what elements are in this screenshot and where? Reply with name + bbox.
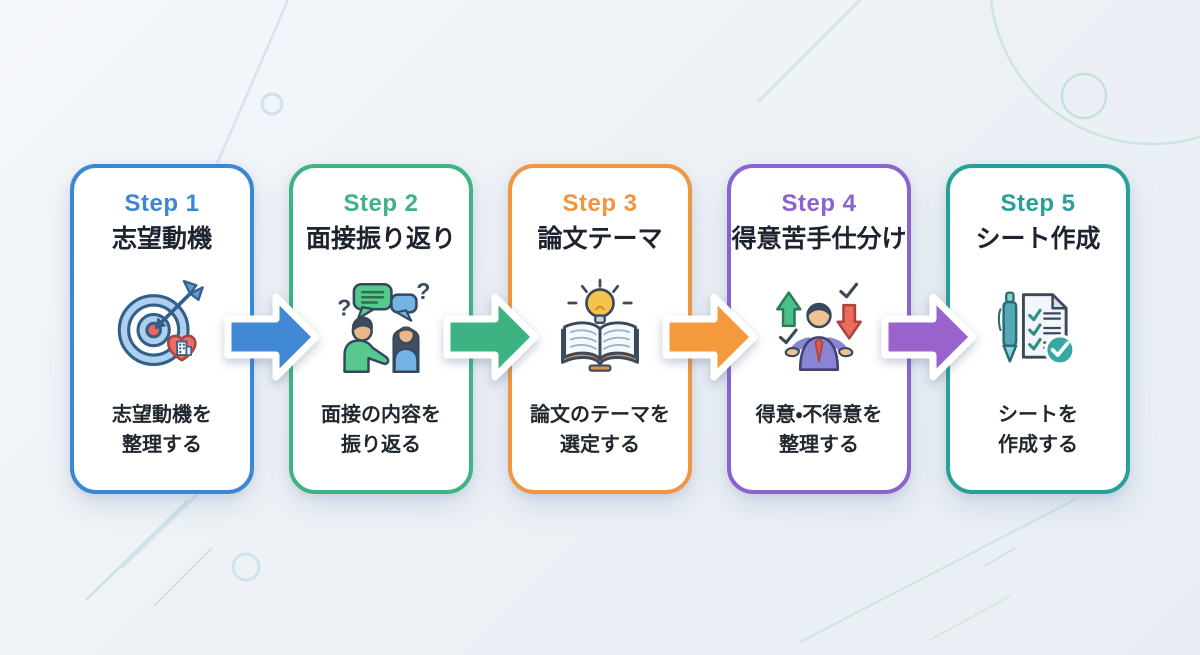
book-lightbulb-icon	[561, 279, 639, 373]
right-arrow-icon	[881, 293, 976, 381]
right-arrow-icon	[662, 293, 757, 381]
arrow-gap-3	[662, 164, 757, 494]
svg-text:?: ?	[337, 295, 351, 321]
step-label: Step 5	[1000, 190, 1076, 217]
step-icon-area	[550, 257, 650, 400]
step-description: 志望動機を 整理する	[112, 404, 212, 456]
step-icon-area: ? ?	[331, 257, 431, 400]
step-description: 面接の内容を 振り返る	[321, 404, 441, 456]
step-icon-area	[769, 257, 869, 400]
interview-conversation-icon: ? ?	[337, 278, 430, 374]
pen-checklist-icon	[997, 291, 1076, 366]
svg-text:?: ?	[416, 278, 430, 304]
step-card-3: Step 3 論文テーマ 論文のテーマを 選定する	[508, 164, 692, 494]
right-arrow-icon	[224, 293, 319, 381]
step-card-5: Step 5 シート作成	[946, 164, 1130, 494]
arrow-gap-2	[443, 164, 538, 494]
step-label: Step 2	[343, 190, 419, 217]
step-title: 論文テーマ	[537, 224, 663, 253]
arrow-gap-4	[881, 164, 976, 494]
step-icon-area	[112, 257, 212, 400]
step-label: Step 4	[781, 190, 857, 217]
arrow-gap-1	[224, 164, 319, 494]
step-card-2: Step 2 面接振り返り ? ?	[289, 164, 473, 494]
step-title: 得意苦手仕分け	[731, 224, 907, 253]
step-icon-area	[988, 257, 1088, 400]
step-title: 志望動機	[111, 224, 212, 253]
steps-row: Step 1 志望動機	[70, 164, 1130, 494]
target-heart-icon	[117, 280, 204, 367]
person-sort-arrows-icon	[776, 283, 862, 372]
step-description: シートを 作成する	[998, 404, 1078, 456]
step-label: Step 1	[124, 190, 200, 217]
step-title: シート作成	[975, 224, 1101, 253]
step-title: 面接振り返り	[305, 224, 456, 253]
step-description: 論文のテーマを 選定する	[530, 404, 670, 456]
step-card-1: Step 1 志望動機	[70, 164, 254, 494]
step-label: Step 3	[562, 190, 638, 217]
right-arrow-icon	[443, 293, 538, 381]
step-description: 得意・不得意を 整理する	[755, 404, 883, 456]
